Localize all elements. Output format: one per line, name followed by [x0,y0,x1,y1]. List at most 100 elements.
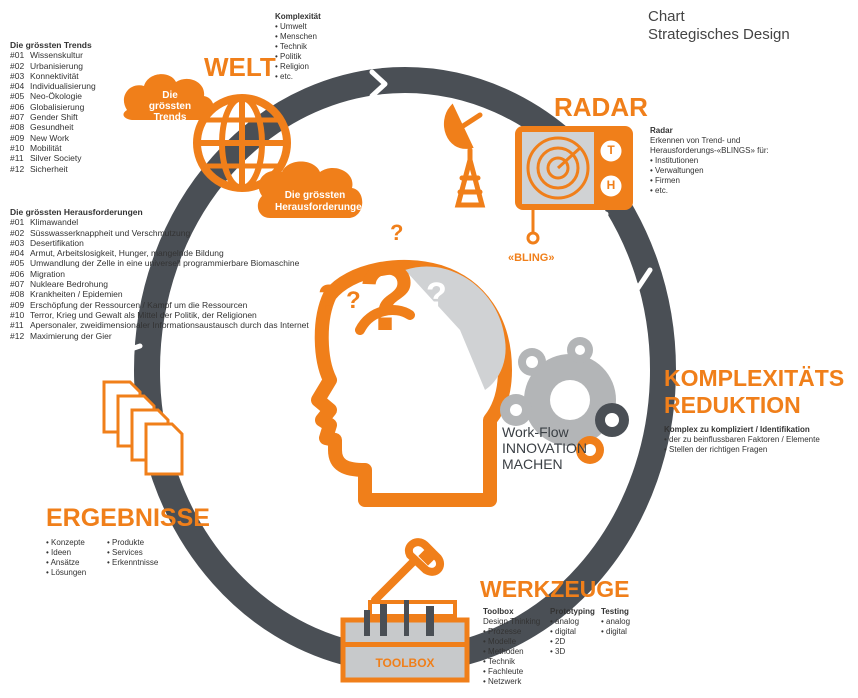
page-header: Chart Strategisches Design [648,8,790,44]
komplex-list: der zu beinflussbaren Faktoren / Element… [664,435,854,455]
list-item-label: New Work [30,132,70,143]
list-item-label: Globalisierung [30,101,85,112]
head-inner-line [355,305,415,335]
list-item-label: Neo-Ökologie [30,91,82,102]
document-icon-4 [144,422,184,476]
list-item-number: #12 [10,330,25,341]
komplex-title: KOMPLEXITÄTS REDUKTION [664,365,844,419]
list-item: Services [107,548,158,558]
list-item: Methoden [483,647,540,657]
list-item: #05 Neo-Ökologie [10,91,96,101]
list-item: Fachleute [483,667,540,677]
list-item: Produkte [107,538,158,548]
list-item: Konzepte [46,538,86,548]
list-item-number: #07 [10,279,25,290]
list-item-number: #09 [10,132,25,143]
list-item-number: #05 [10,258,25,269]
list-item-label: Armut, Arbeitslosigkeit, Hunger, mangeln… [30,248,224,259]
radar-desc-title: Radar [650,126,673,135]
workflow-label: Work-Flow INNOVATION MACHEN [502,424,587,472]
list-item: Umwelt [275,22,321,32]
list-item-label: Gender Shift [30,112,78,123]
list-item: #09 New Work [10,133,96,143]
werkzeuge-col3-title: Testing [601,607,629,616]
list-item: Firmen [650,176,780,186]
workflow-line1: Work-Flow [502,424,569,440]
satellite-dish-icon [443,103,486,208]
list-item: Politik [275,52,321,62]
list-item: digital [601,627,630,637]
radar-h-label: H [606,178,616,192]
documents-illustration [102,380,184,476]
bling-node [526,231,540,245]
list-item: der zu beinflussbaren Faktoren / Element… [664,435,854,445]
ergebnisse-col2: Produkte Services Erkenntnisse [107,538,158,568]
welt-title: WELT [204,52,276,82]
list-item-label: Urbanisierung [30,60,83,71]
list-item-number: #11 [10,153,24,164]
bling-label: «BLING» [508,252,555,264]
list-item-label: Erschöpfung der Ressourcen / Kampf um di… [30,299,248,310]
radar-illustration [443,103,633,245]
list-item: #10 Mobilität [10,143,96,153]
cloud-trends-label: Die grössten Trends [148,90,192,123]
question-left-small: ? [346,287,361,314]
list-item: digital [550,627,595,637]
arrow-bottom-left [247,550,265,583]
list-item: analog [550,617,595,627]
radar-h-badge [600,175,622,197]
list-item: Modelle [483,637,540,647]
toolbox-illustration [340,538,470,683]
ergebnisse-list-2: Produkte Services Erkenntnisse [107,538,158,568]
header-line-1: Chart [648,8,685,25]
list-item: Lösungen [46,568,86,578]
arrow-right-upper [580,205,609,229]
radar-t-badge [600,140,622,162]
challenges-title: Die grössten Herausforderungen [10,207,143,217]
list-item-number: #04 [10,81,25,92]
list-item-label: Umwandlung der Zelle in eine universell … [30,258,300,269]
komplex-desc-title: Komplex zu kompliziert / Identifikation [664,425,810,434]
list-item: Ideen [46,548,86,558]
list-item-number: #01 [10,217,25,228]
cloud-challenges [257,161,363,218]
workflow-line2: INNOVATION [502,440,588,456]
question-brain: ? [426,276,447,314]
werkzeuge-list-1: Prozesse Modelle Methoden Technik Fachle… [483,627,540,687]
list-item-number: #03 [10,237,25,248]
list-item: #05 Umwandlung der Zelle in eine universe… [10,258,309,268]
list-item-number: #11 [10,320,24,331]
arrow-right-middle [623,267,653,291]
radar-desc: Radar Erkennen von Trend- und Herausford… [650,126,780,196]
list-item-label: Wissenskultur [30,50,83,61]
werkzeuge-title: WERKZEUGE [480,576,630,602]
werkzeuge-col3: Testing analog digital [601,607,630,637]
wrench-icon [371,538,445,604]
list-item-number: #08 [10,289,25,300]
list-item-number: #10 [10,142,25,153]
radar-scope [526,136,590,200]
arrow-left-upper [119,343,143,375]
toolbox-handle [368,600,457,618]
komplex-title-line2: REDUKTION [664,392,801,418]
list-item-label: Desertifikation [30,237,84,248]
list-item: 3D [550,647,595,657]
question-top: ? [390,220,403,245]
radar-list: Institutionen Verwaltungen Firmen etc. [650,156,780,196]
list-item: etc. [275,72,321,82]
list-item: analog [601,617,630,627]
list-item-number: #05 [10,91,25,102]
list-item-label: Mobilität [30,142,62,153]
